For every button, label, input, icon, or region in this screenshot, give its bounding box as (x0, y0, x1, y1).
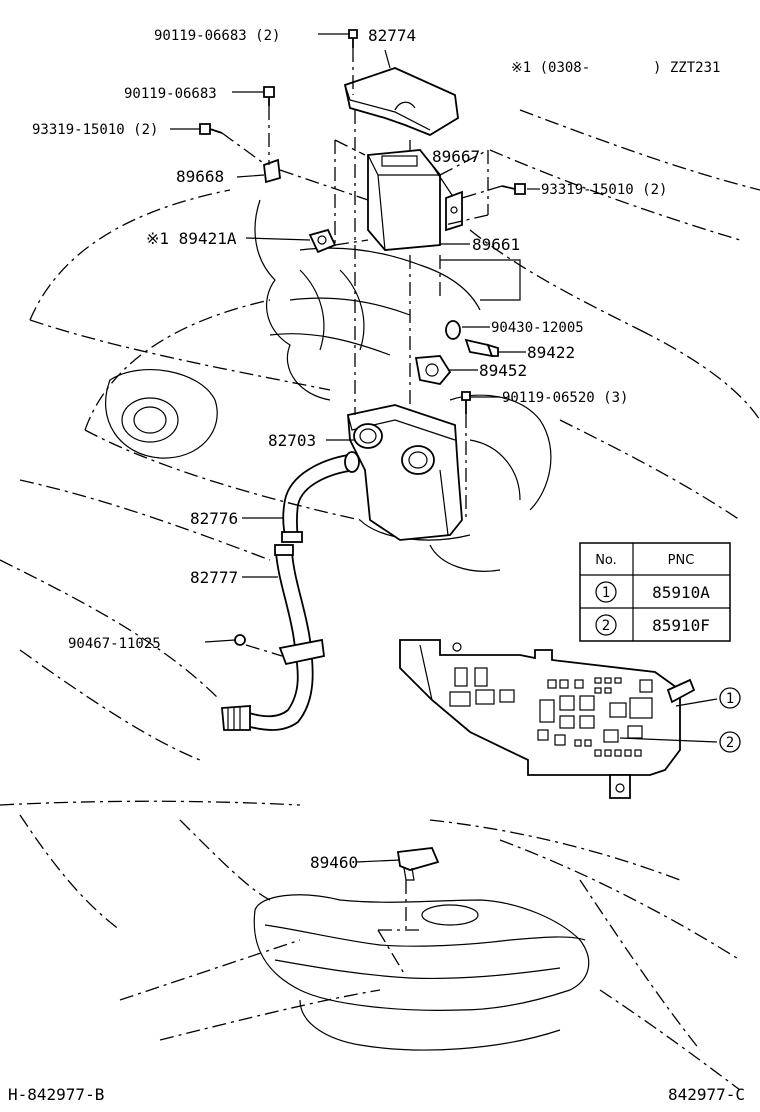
footer-right-code: 842977-C (668, 1085, 745, 1104)
bracket-89667 (445, 190, 463, 232)
label-82774: 82774 (368, 26, 416, 45)
callout-labels: 90119-06683 (2) 82774 ※1 (0308- ) ZZT231… (32, 26, 720, 872)
ecu-cover (343, 67, 459, 137)
label-90119-06683: 90119-06683 (124, 86, 217, 102)
sensor-89452 (414, 355, 452, 385)
sensor-89422 (464, 338, 499, 358)
sensor-89421a (308, 228, 337, 254)
label-89668: 89668 (176, 167, 224, 186)
leader-lines (170, 33, 718, 863)
relay-markers: 1 2 (719, 687, 741, 753)
headlight-outline (105, 369, 218, 459)
hose-82777 (221, 544, 325, 731)
fuel-tank (253, 894, 590, 1051)
label-93319-15010-2-left: 93319-15010 (2) (32, 122, 158, 138)
label-82776: 82776 (190, 509, 238, 528)
ecu-unit (367, 149, 441, 251)
label-93319-15010-2-right: 93319-15010 (2) (541, 182, 667, 198)
label-89460: 89460 (310, 853, 358, 872)
gasket-90430 (445, 320, 461, 340)
hose-82776 (281, 451, 360, 543)
pnc-table-row-1-no: 1 (602, 585, 610, 601)
label-89421a: ※1 89421A (146, 229, 237, 248)
bolts (199, 29, 526, 646)
label-applicability-note: ※1 (0308- (511, 60, 590, 76)
label-90467-11025: 90467-11025 (68, 636, 161, 652)
label-applicability-model: ) ZZT231 (653, 60, 720, 76)
ecu-box-82703 (347, 404, 463, 541)
label-89422: 89422 (527, 343, 575, 362)
pnc-table: No. PNC 1 85910A 2 85910F (579, 542, 731, 642)
footer-left-code: H-842977-B (8, 1085, 104, 1104)
label-90119-06520-3: 90119-06520 (3) (502, 390, 628, 406)
engine-outline (254, 199, 552, 572)
pnc-table-header-no: No. (595, 553, 617, 568)
bracket-89668 (263, 158, 281, 184)
label-89452: 89452 (479, 361, 527, 380)
relay-marker-1: 1 (726, 691, 734, 707)
label-89661: 89661 (472, 235, 520, 254)
pnc-table-row-2-pnc: 85910F (652, 616, 710, 635)
assembly-guides (221, 48, 503, 976)
label-82777: 82777 (190, 568, 238, 587)
sensor-89460 (396, 847, 440, 881)
pnc-table-row-1-pnc: 85910A (652, 583, 710, 602)
pnc-table-row-2-no: 2 (602, 618, 610, 634)
label-89667: 89667 (432, 147, 480, 166)
label-90119-06683-2: 90119-06683 (2) (154, 28, 280, 44)
pnc-table-header-pnc: PNC (668, 553, 695, 568)
label-90430-12005: 90430-12005 (491, 320, 584, 336)
relay-block (399, 639, 696, 799)
label-82703: 82703 (268, 431, 316, 450)
vehicle-body-outline (0, 109, 760, 1091)
relay-marker-2: 2 (726, 735, 734, 751)
